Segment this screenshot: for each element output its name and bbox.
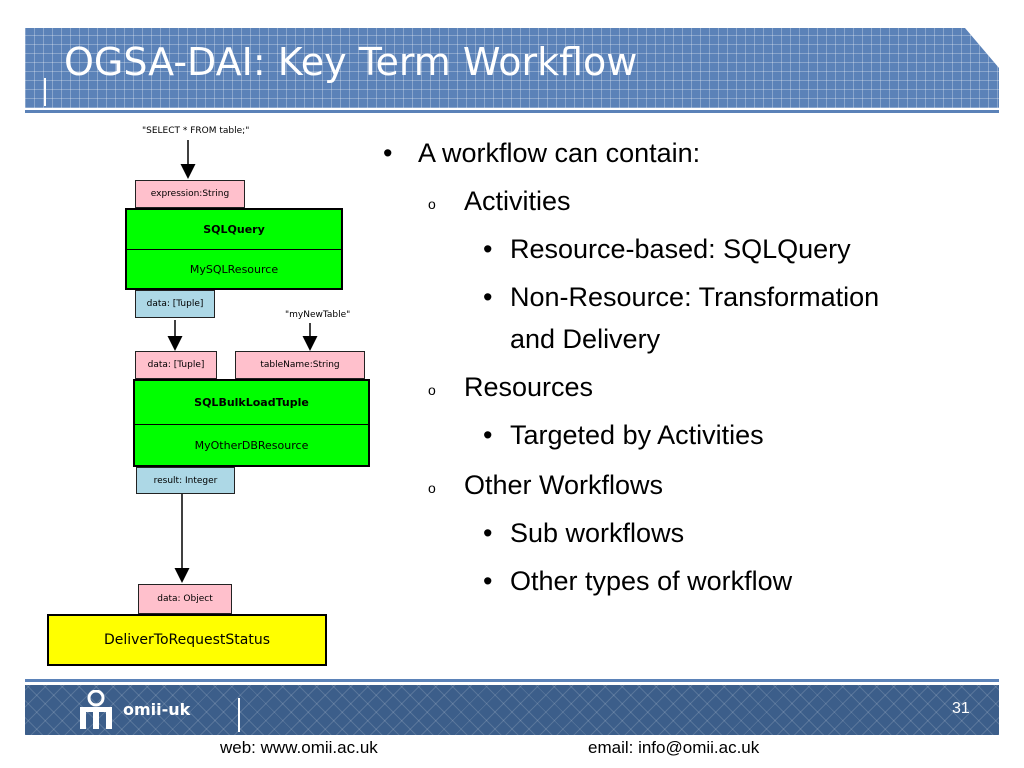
sqlquery-resource: MySQLResource [189, 262, 279, 276]
workflow-diagram: "SELECT * FROM table;" expression:String… [40, 118, 370, 673]
bulkload-data-port: data: [Tuple] [135, 351, 217, 379]
sub-bullet-circle-icon: o [428, 382, 436, 398]
table-input-label: "myNewTable" [285, 310, 351, 320]
header-band [25, 28, 999, 108]
deliver-input-port: data: Object [138, 584, 232, 614]
omii-logo-icon [80, 690, 112, 729]
diagram-arrows [167, 140, 318, 583]
footer-band [25, 685, 999, 735]
logo-text: omii-uk [123, 700, 191, 719]
sub-bullet-circle-icon: o [428, 196, 436, 212]
bulkload-name: SQLBulkLoadTuple [135, 381, 368, 425]
bulkload-activity: SQLBulkLoadTuple MyOtherDBResource [133, 379, 370, 467]
footer-email: email: info@omii.ac.uk [588, 738, 760, 757]
expression-port: expression:String [135, 180, 245, 208]
sub-bullet-circle-icon: o [428, 480, 436, 496]
page-number: 31 [952, 700, 970, 717]
footer-web: web: www.omii.ac.uk [220, 738, 378, 757]
footer-divider [238, 698, 240, 732]
bullet-dot-icon: • [383, 138, 393, 168]
bullet-dot-icon: • [483, 566, 493, 596]
deliver-activity: DeliverToRequestStatus [47, 614, 327, 666]
sqlquery-activity: SQLQuery MySQLResource [125, 208, 343, 290]
bulkload-resource: MyOtherDBResource [194, 438, 309, 452]
sqlquery-name: SQLQuery [127, 210, 341, 250]
bullet-dot-icon: • [483, 282, 493, 312]
bullet-dot-icon: • [483, 420, 493, 450]
bulkload-output-port: result: Integer [136, 467, 235, 494]
sqlquery-output-port: data: [Tuple] [135, 290, 215, 318]
slide-title: OGSA-DAI: Key Term Workflow [64, 40, 638, 84]
bullet-dot-icon: • [483, 234, 493, 264]
header-divider [44, 78, 46, 106]
tablename-port: tableName:String [235, 351, 365, 379]
header-rule [25, 110, 999, 113]
footer-rule [25, 679, 999, 682]
bullet-dot-icon: • [483, 518, 493, 548]
query-input-label: "SELECT * FROM table;" [142, 126, 250, 136]
